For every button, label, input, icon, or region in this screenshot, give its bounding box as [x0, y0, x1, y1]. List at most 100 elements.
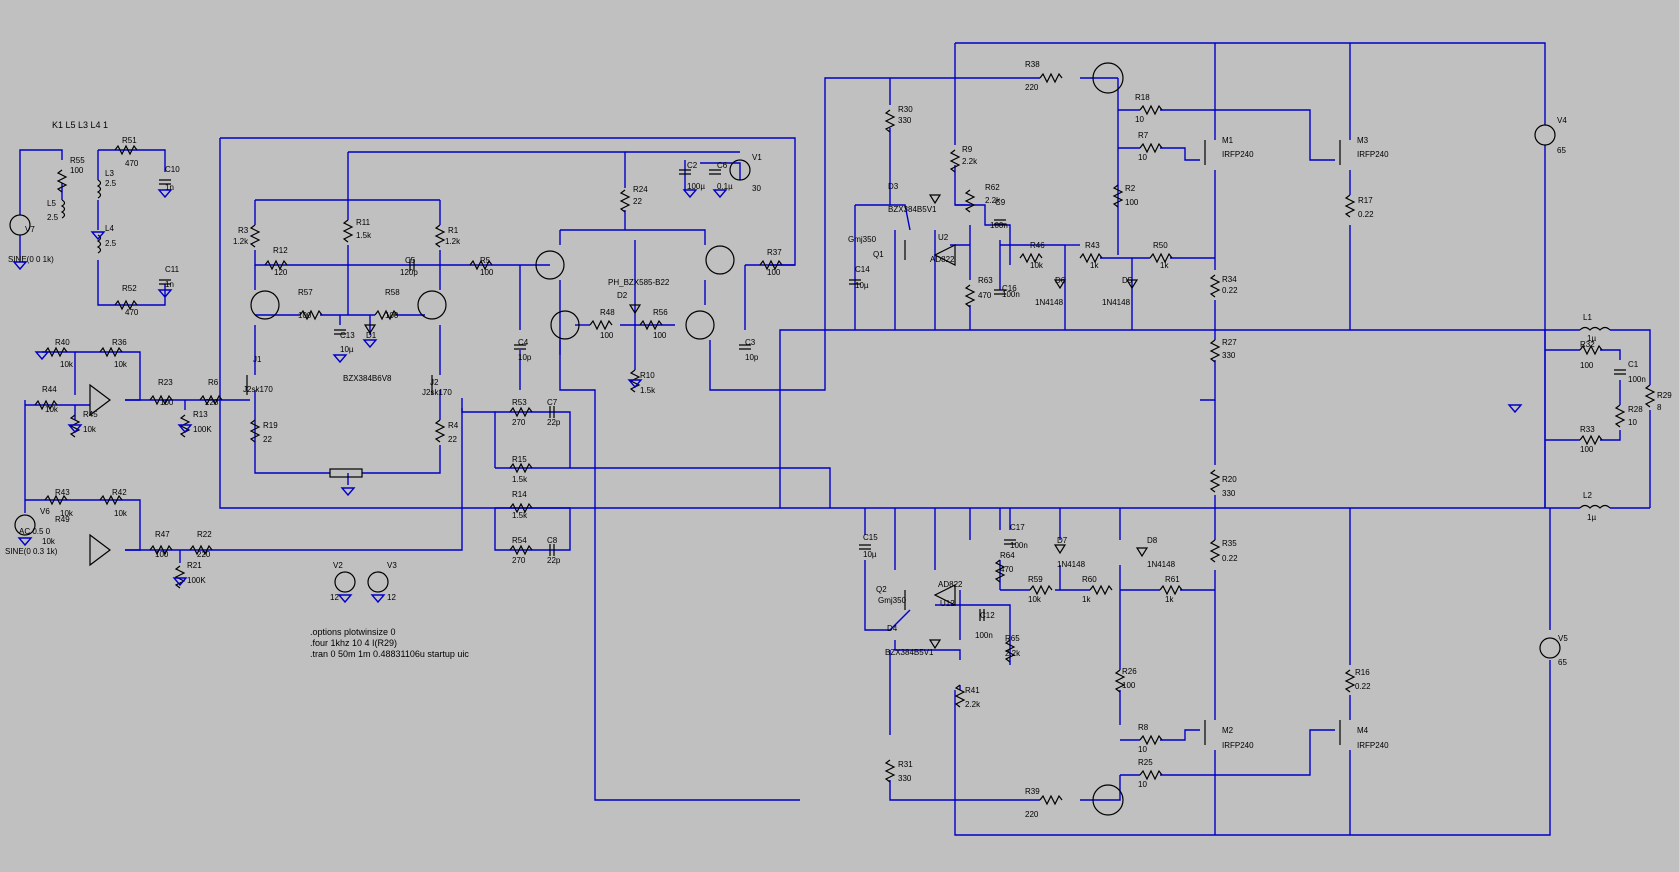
- opamp-icon: [933, 244, 956, 266]
- ground-icon: [370, 594, 386, 604]
- value-r8: 10: [1138, 745, 1147, 754]
- label-r12: R12: [273, 246, 288, 255]
- value-r22: 220: [197, 550, 211, 559]
- label-c8: C8: [547, 536, 558, 545]
- value-r29: 8: [1657, 403, 1662, 412]
- resistor-icon: [1644, 384, 1656, 408]
- resistor-icon: [509, 502, 533, 514]
- value-m1: IRFP240: [1222, 150, 1254, 159]
- value-j1: J2sk170: [243, 385, 273, 394]
- ground-icon: [332, 354, 348, 364]
- diode-icon: [628, 304, 642, 315]
- label-r34: R34: [1222, 275, 1237, 284]
- potentiometer-icon: [329, 468, 363, 478]
- voltage-source-icon: [729, 159, 751, 181]
- label-v7: V7: [25, 225, 35, 234]
- label-r45: R45: [83, 410, 98, 419]
- label-c6: C6: [717, 161, 728, 170]
- label-r22: R22: [197, 530, 212, 539]
- label-m4: M4: [1357, 726, 1369, 735]
- label-l2: L2: [1583, 491, 1592, 500]
- label-r37: R37: [767, 248, 782, 257]
- label-r55: R55: [70, 156, 85, 165]
- ground-icon: [362, 339, 378, 349]
- label-d3: D3: [888, 182, 899, 191]
- value-v7: SINE(0 0 1k): [8, 255, 54, 264]
- value-r6: 220: [205, 398, 219, 407]
- value-r55: 100: [70, 166, 84, 175]
- value-r48: 100: [600, 331, 614, 340]
- label-u12: U12: [940, 599, 955, 608]
- resistor-icon: [189, 544, 213, 556]
- label-d4: D4: [887, 624, 898, 633]
- label-c16: C16: [1002, 284, 1017, 293]
- value-l1: 1µ: [1587, 334, 1596, 343]
- voltage-source-icon: [1539, 637, 1561, 659]
- value-r28: 10: [1628, 418, 1637, 427]
- capacitor-icon: [549, 406, 555, 418]
- value-r56: 100: [653, 331, 667, 340]
- label-r26: R26: [1122, 667, 1137, 676]
- resistor-icon: [1159, 584, 1183, 596]
- ground-icon: [1507, 404, 1523, 414]
- value-v6: SINE(0 0.3 1k): [5, 547, 58, 556]
- value-c9: 100n: [990, 221, 1008, 230]
- value-r63: 470: [978, 291, 992, 300]
- resistor-icon: [1139, 104, 1163, 116]
- label-r53: R53: [512, 398, 527, 407]
- value-c10: 1n: [165, 183, 174, 192]
- value-r19: 22: [263, 435, 272, 444]
- ground-icon: [34, 351, 50, 361]
- label-c2: C2: [687, 161, 698, 170]
- value-m3: IRFP240: [1357, 150, 1389, 159]
- resistor-icon: [1209, 469, 1221, 493]
- transistor-icon: [550, 310, 580, 340]
- label-r54: R54: [512, 536, 527, 545]
- value-r51: 470: [125, 159, 139, 168]
- value-j2: J2sk170: [422, 388, 452, 397]
- ground-icon: [12, 261, 28, 271]
- ground-icon: [340, 487, 356, 497]
- diode-icon: [1053, 544, 1067, 555]
- label-r36: R36: [112, 338, 127, 347]
- label-c15: C15: [863, 533, 878, 542]
- capacitor-icon: [679, 169, 691, 175]
- value-c11: 1n: [165, 280, 174, 289]
- label-l4: L4: [105, 224, 114, 233]
- value-c15: 10µ: [863, 550, 877, 559]
- value-l2: 1µ: [1587, 513, 1596, 522]
- label-v5: V5: [1558, 634, 1568, 643]
- value-r9: 2.2k: [962, 157, 978, 166]
- resistor-icon: [299, 309, 323, 321]
- label-c5: C5: [405, 256, 416, 265]
- resistor-icon: [342, 219, 354, 243]
- capacitor-icon: [994, 219, 1006, 225]
- capacitor-icon: [549, 544, 555, 556]
- resistor-icon: [99, 346, 123, 358]
- label-r60: R60: [1082, 575, 1097, 584]
- resistor-icon: [954, 684, 966, 708]
- value-r49: 10k: [42, 537, 56, 546]
- component-symbols: [9, 62, 1656, 816]
- capacitor-icon: [1614, 369, 1626, 375]
- resistor-icon: [884, 759, 896, 783]
- label-c4: C4: [518, 338, 529, 347]
- label-r6: R6: [208, 378, 219, 387]
- voltage-source-icon: [334, 571, 356, 593]
- label-d5: D5: [1122, 276, 1133, 285]
- value-r40: 10k: [60, 360, 74, 369]
- resistor-icon: [1089, 584, 1113, 596]
- capacitor-icon: [739, 344, 751, 350]
- resistor-icon: [994, 559, 1006, 583]
- label-r41: R41: [965, 686, 980, 695]
- label-c13: C13: [340, 331, 355, 340]
- ground-icon: [337, 594, 353, 604]
- ground-icon: [157, 189, 173, 199]
- label-d6: D6: [1055, 276, 1066, 285]
- value-r18: 10: [1135, 115, 1144, 124]
- label-j2: J2: [430, 378, 439, 387]
- label-r7: R7: [1138, 131, 1149, 140]
- transistor-icon: [250, 290, 280, 320]
- label-r48: R48: [600, 308, 615, 317]
